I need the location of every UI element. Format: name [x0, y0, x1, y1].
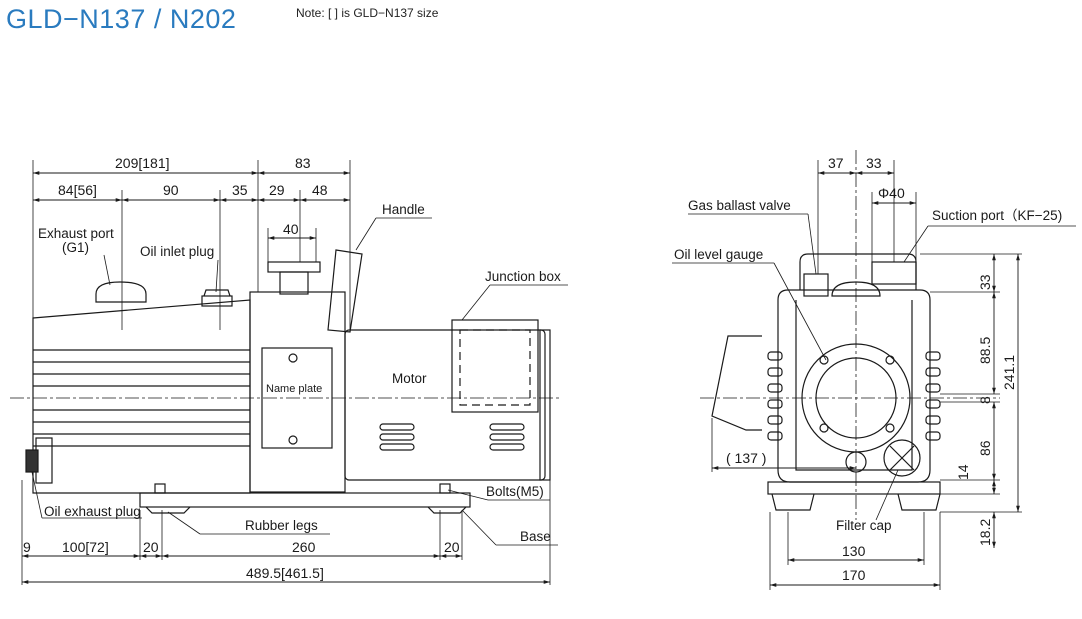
label-junction-box: Junction box — [485, 269, 561, 284]
front-view — [672, 150, 1076, 590]
dim-86: 86 — [977, 440, 993, 456]
dim-130: 130 — [842, 543, 866, 559]
dim-100: 100[72] — [62, 539, 109, 555]
handle-shape — [327, 249, 363, 333]
dim-84: 84[56] — [58, 182, 97, 198]
base-shape — [139, 492, 471, 508]
exhaust-port-shape — [95, 281, 147, 303]
pump-body — [32, 299, 251, 494]
dim-20a: 20 — [143, 539, 159, 555]
dim-40: 40 — [283, 221, 299, 237]
dim-88-5: 88.5 — [977, 337, 993, 364]
suction-port-shape — [871, 261, 917, 285]
dim-35: 35 — [232, 182, 248, 198]
dim-33-top: 33 — [866, 155, 882, 171]
dim-8: 8 — [977, 396, 993, 404]
label-motor: Motor — [392, 371, 427, 386]
dim-170: 170 — [842, 567, 866, 583]
dim-total-top: 209[181] — [115, 155, 170, 171]
side-view — [10, 160, 568, 585]
oil-exhaust-plug-shape — [25, 449, 39, 473]
label-bolts: Bolts(M5) — [486, 484, 544, 499]
label-oil-exhaust: Oil exhaust plug — [44, 504, 141, 519]
dim-18-2: 18.2 — [977, 519, 993, 546]
page-title: GLD−N137 / N202 — [6, 4, 237, 34]
dim-241-1: 241.1 — [1001, 355, 1017, 390]
label-exhaust-port: Exhaust port — [38, 226, 114, 241]
label-suction-port: Suction port（KF−25) — [932, 208, 1062, 223]
motor-shape — [344, 329, 546, 481]
label-filter-cap: Filter cap — [836, 518, 892, 533]
dim-phi40: Φ40 — [878, 185, 905, 201]
dim-33: 33 — [977, 274, 993, 290]
label-exhaust-port-g: (G1) — [62, 240, 89, 255]
label-oil-inlet: Oil inlet plug — [140, 244, 214, 259]
dim-137: ( 137 ) — [726, 450, 766, 466]
dim-37: 37 — [828, 155, 844, 171]
label-oil-level: Oil level gauge — [674, 247, 763, 262]
dim-total-bottom: 489.5[461.5] — [246, 565, 324, 581]
gas-ballast-shape — [803, 273, 829, 297]
dim-14: 14 — [955, 464, 971, 480]
label-rubber-legs: Rubber legs — [245, 518, 318, 533]
label-base: Base — [520, 529, 551, 544]
dim-90: 90 — [163, 182, 179, 198]
front-view-labels: 37 33 Φ40 ( 137 ) 130 170 33 88.5 241.1 … — [674, 155, 1062, 583]
dim-29: 29 — [269, 182, 285, 198]
dim-48: 48 — [312, 182, 328, 198]
dim-260: 260 — [292, 539, 316, 555]
junction-box-shape — [451, 319, 539, 413]
front-body — [777, 289, 931, 483]
dim-motor-top: 83 — [295, 155, 311, 171]
dim-9: 9 — [23, 539, 31, 555]
size-note: Note: [ ] is GLD−N137 size — [296, 6, 439, 20]
oil-inlet-plug-shape — [201, 295, 233, 307]
label-name-plate: Name plate — [266, 383, 322, 395]
dim-20b: 20 — [444, 539, 460, 555]
label-handle: Handle — [382, 202, 425, 217]
side-view-labels: 209[181] 83 84[56] 90 35 29 48 40 9 100[… — [23, 155, 561, 581]
label-gas-ballast: Gas ballast valve — [688, 198, 791, 213]
filter-cap-shape — [883, 439, 921, 477]
